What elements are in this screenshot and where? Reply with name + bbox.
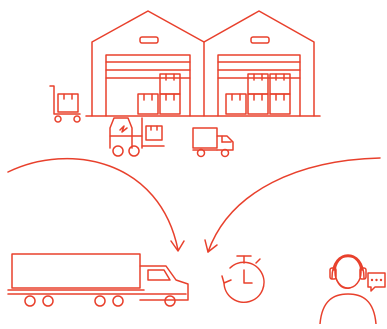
cargo-boxes-left	[138, 74, 180, 114]
curved-arrow-icon	[8, 159, 184, 251]
hand-truck-icon	[50, 86, 80, 122]
semi-truck-icon	[8, 254, 188, 306]
forklift-icon	[110, 118, 164, 156]
delivery-van-icon	[193, 128, 233, 157]
warehouse-icon	[86, 11, 320, 116]
stopwatch-icon	[222, 256, 264, 302]
chat-bubble-dots	[371, 279, 382, 281]
cargo-boxes-right	[226, 74, 290, 114]
support-agent-icon	[320, 255, 376, 324]
curved-arrow-icon	[205, 158, 380, 252]
chat-bubble-icon	[368, 273, 385, 291]
